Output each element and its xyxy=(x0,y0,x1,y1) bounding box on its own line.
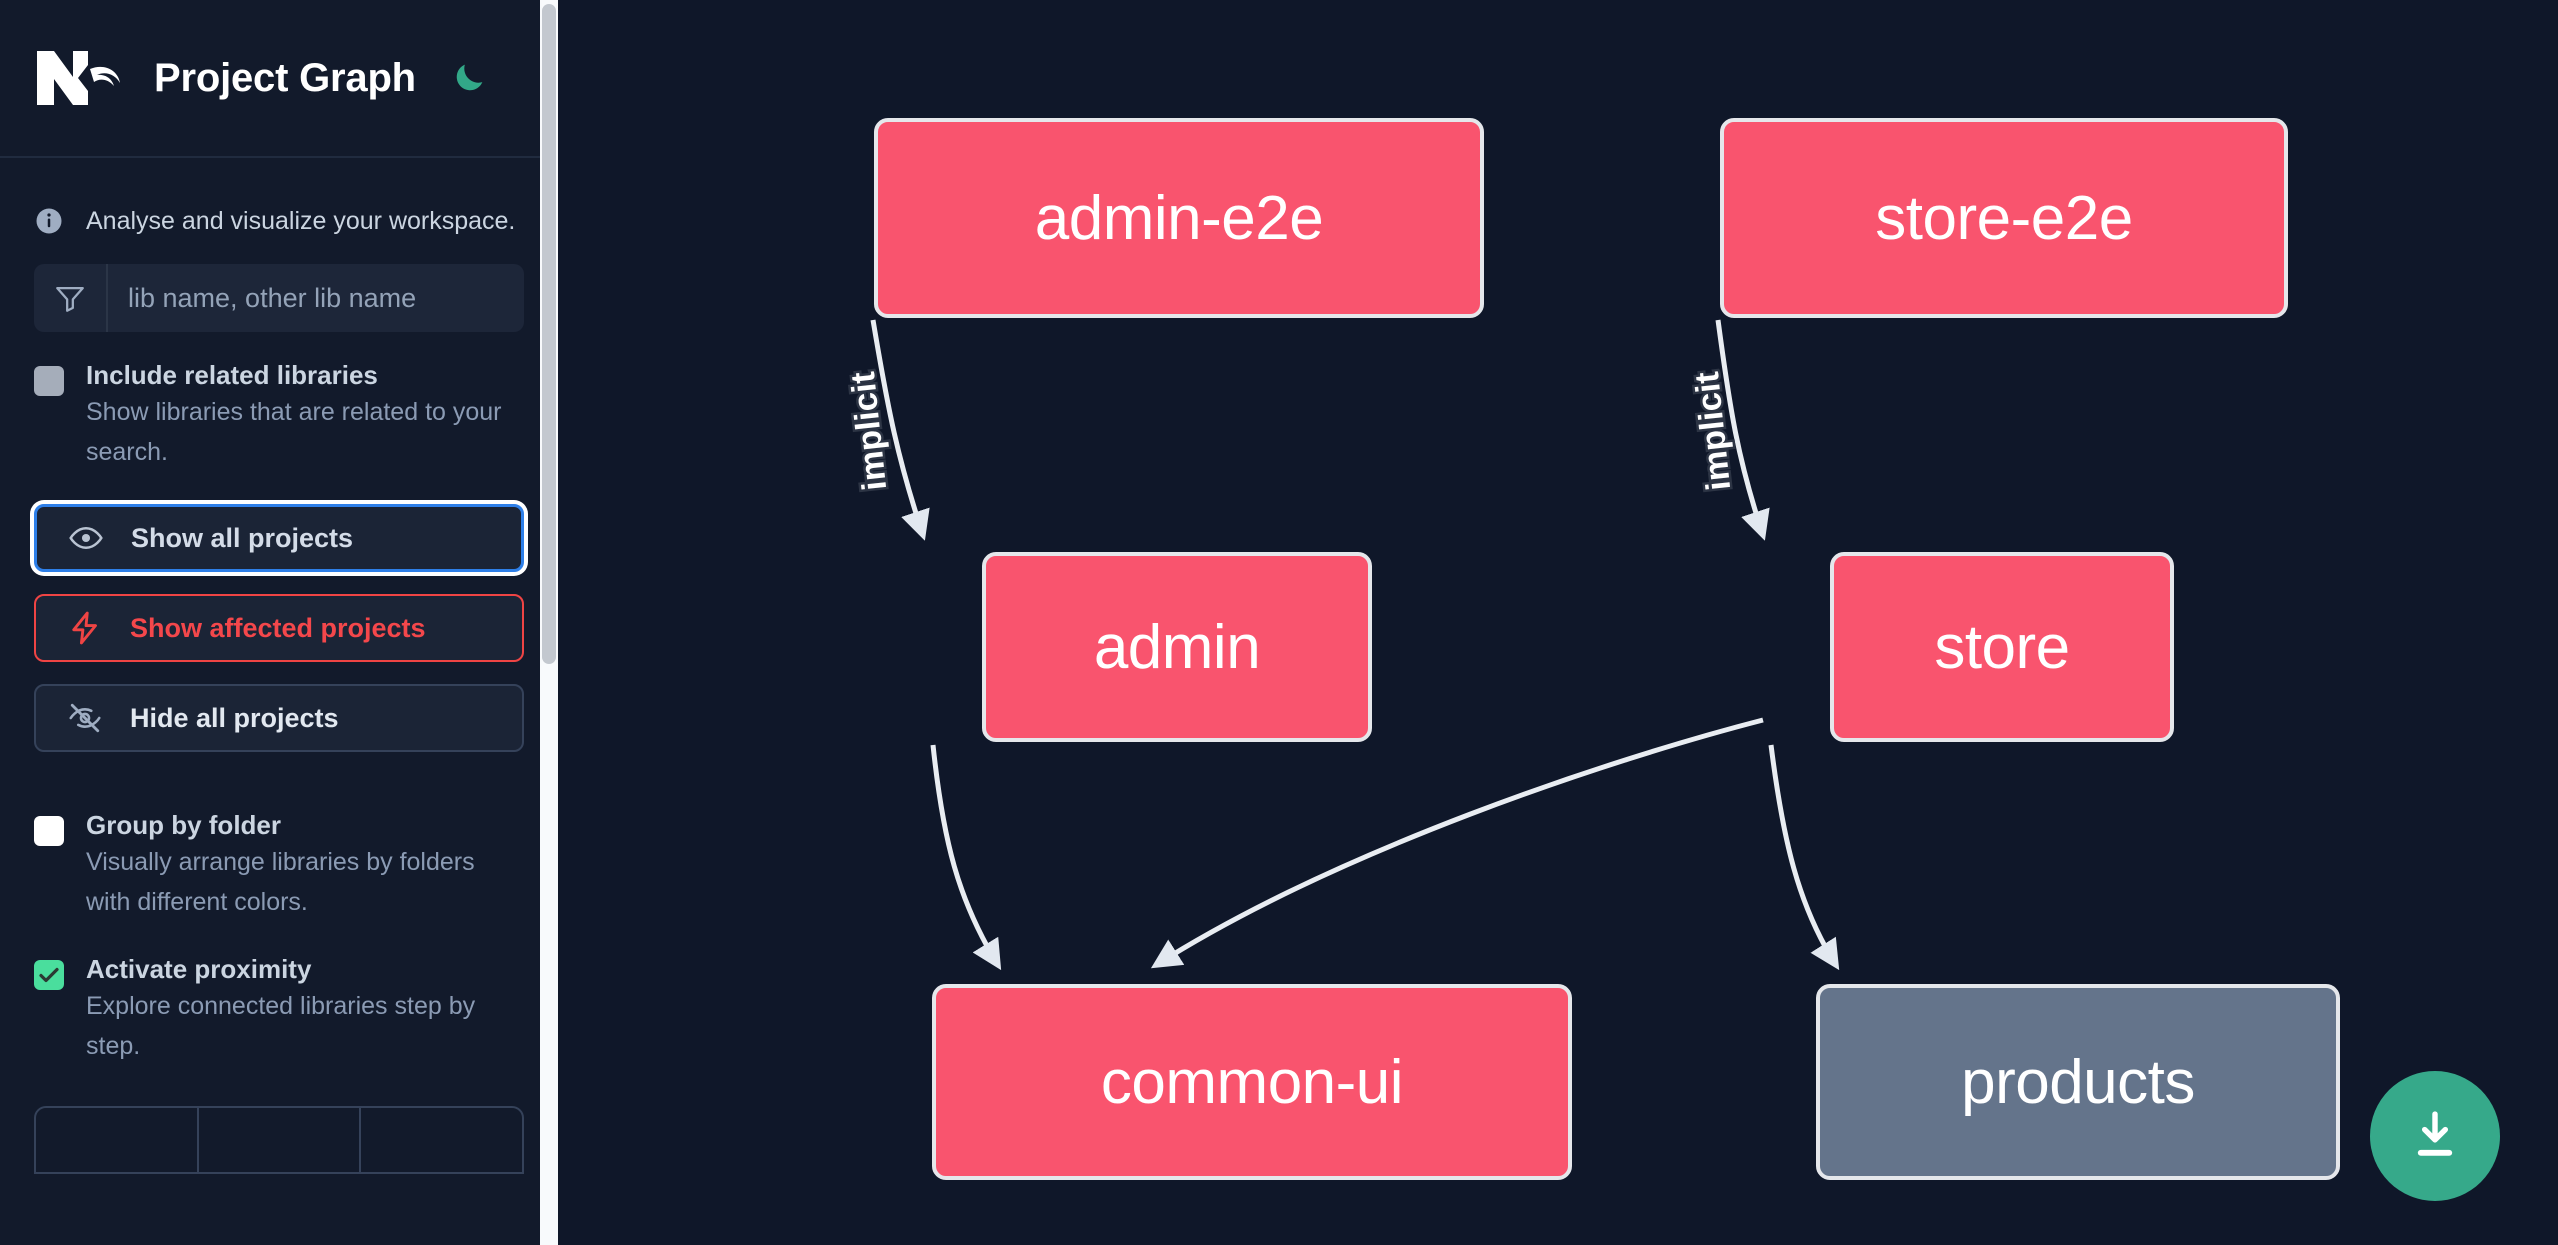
edge-store-e2e-to-store xyxy=(1715,319,1770,541)
edge-admin-e2e-to-admin xyxy=(870,319,930,541)
filter-funnel-icon[interactable] xyxy=(34,264,108,332)
graph-node-label: products xyxy=(1961,1047,2195,1117)
hide-all-projects-button[interactable]: Hide all projects xyxy=(34,684,524,752)
graph-edges: implicit implicit xyxy=(841,319,1840,971)
checkbox-activate-proximity[interactable]: Activate proximity Explore connected lib… xyxy=(0,922,558,1066)
sidebar: Project Graph Analyse and visualize yo xyxy=(0,0,558,1245)
graph-node-label: admin xyxy=(1093,612,1261,682)
search-input[interactable] xyxy=(108,264,524,332)
checkbox-description-include-related-libraries: Show libraries that are related to your … xyxy=(86,398,502,466)
search-container xyxy=(0,250,558,332)
nx-logo-icon xyxy=(34,47,126,109)
edge-admin-to-common-ui xyxy=(930,744,1002,971)
edge-label-implicit-store: implicit xyxy=(1688,370,1738,492)
checkbox-include-related-libraries[interactable]: Include related libraries Show libraries… xyxy=(0,332,558,472)
download-icon xyxy=(2417,1111,2453,1156)
graph-node-label: store xyxy=(1934,612,2070,682)
segmented-control[interactable] xyxy=(34,1106,524,1174)
info-row: Analyse and visualize your workspace. xyxy=(0,158,558,250)
checkmark-icon xyxy=(39,967,59,983)
checkbox-group-by-folder[interactable]: Group by folder Visually arrange librari… xyxy=(0,774,558,922)
graph-node-admin[interactable]: admin xyxy=(982,552,1372,742)
sidebar-scrollbar[interactable] xyxy=(540,0,558,1245)
page-title: Project Graph xyxy=(154,55,416,100)
project-visibility-buttons: Show all projects Show affected projects xyxy=(0,472,558,752)
edge-store-to-products xyxy=(1768,744,1840,971)
graph-node-store-e2e[interactable]: store-e2e xyxy=(1720,118,2288,318)
show-affected-projects-button[interactable]: Show affected projects xyxy=(34,594,524,662)
segment-1[interactable] xyxy=(36,1108,199,1172)
sidebar-scrollbar-thumb[interactable] xyxy=(542,4,556,664)
eye-icon xyxy=(65,517,107,559)
segment-2[interactable] xyxy=(199,1108,362,1172)
checkbox-label-group-by-folder: Group by folder xyxy=(86,810,281,840)
checkbox-box-activate-proximity[interactable] xyxy=(34,960,64,990)
graph-node-store[interactable]: store xyxy=(1830,552,2174,742)
search-box[interactable] xyxy=(34,264,524,332)
show-affected-projects-label: Show affected projects xyxy=(130,612,426,643)
hide-all-projects-label: Hide all projects xyxy=(130,702,339,733)
info-text: Analyse and visualize your workspace. xyxy=(86,206,516,235)
checkbox-box-group-by-folder[interactable] xyxy=(34,816,64,846)
segment-3[interactable] xyxy=(361,1108,522,1172)
graph-node-label: common-ui xyxy=(1100,1047,1404,1117)
checkbox-box-include-related-libraries[interactable] xyxy=(34,366,64,396)
graph-node-label: store-e2e xyxy=(1875,183,2133,253)
info-circle-icon xyxy=(34,206,64,236)
show-all-projects-button[interactable]: Show all projects xyxy=(34,504,524,572)
graph-node-products[interactable]: products xyxy=(1816,984,2340,1180)
checkbox-description-group-by-folder: Visually arrange libraries by folders wi… xyxy=(86,848,475,916)
show-all-projects-label: Show all projects xyxy=(131,522,354,553)
graph-node-admin-e2e[interactable]: admin-e2e xyxy=(874,118,1484,318)
checkbox-label-include-related-libraries: Include related libraries xyxy=(86,360,378,390)
checkbox-description-activate-proximity: Explore connected libraries step by step… xyxy=(86,992,476,1060)
sidebar-header: Project Graph xyxy=(0,0,558,158)
download-graph-button[interactable] xyxy=(2370,1071,2500,1201)
lightning-icon xyxy=(64,607,106,649)
graph-node-common-ui[interactable]: common-ui xyxy=(932,984,1572,1180)
checkbox-label-activate-proximity: Activate proximity xyxy=(86,954,312,984)
moon-icon[interactable] xyxy=(446,55,492,101)
edge-store-to-common-ui xyxy=(1150,717,1764,969)
graph-canvas[interactable]: implicit implicit admin-e2e store-e2e ad… xyxy=(558,0,2558,1245)
eye-off-icon xyxy=(64,697,106,739)
graph-node-label: admin-e2e xyxy=(1034,183,1324,253)
